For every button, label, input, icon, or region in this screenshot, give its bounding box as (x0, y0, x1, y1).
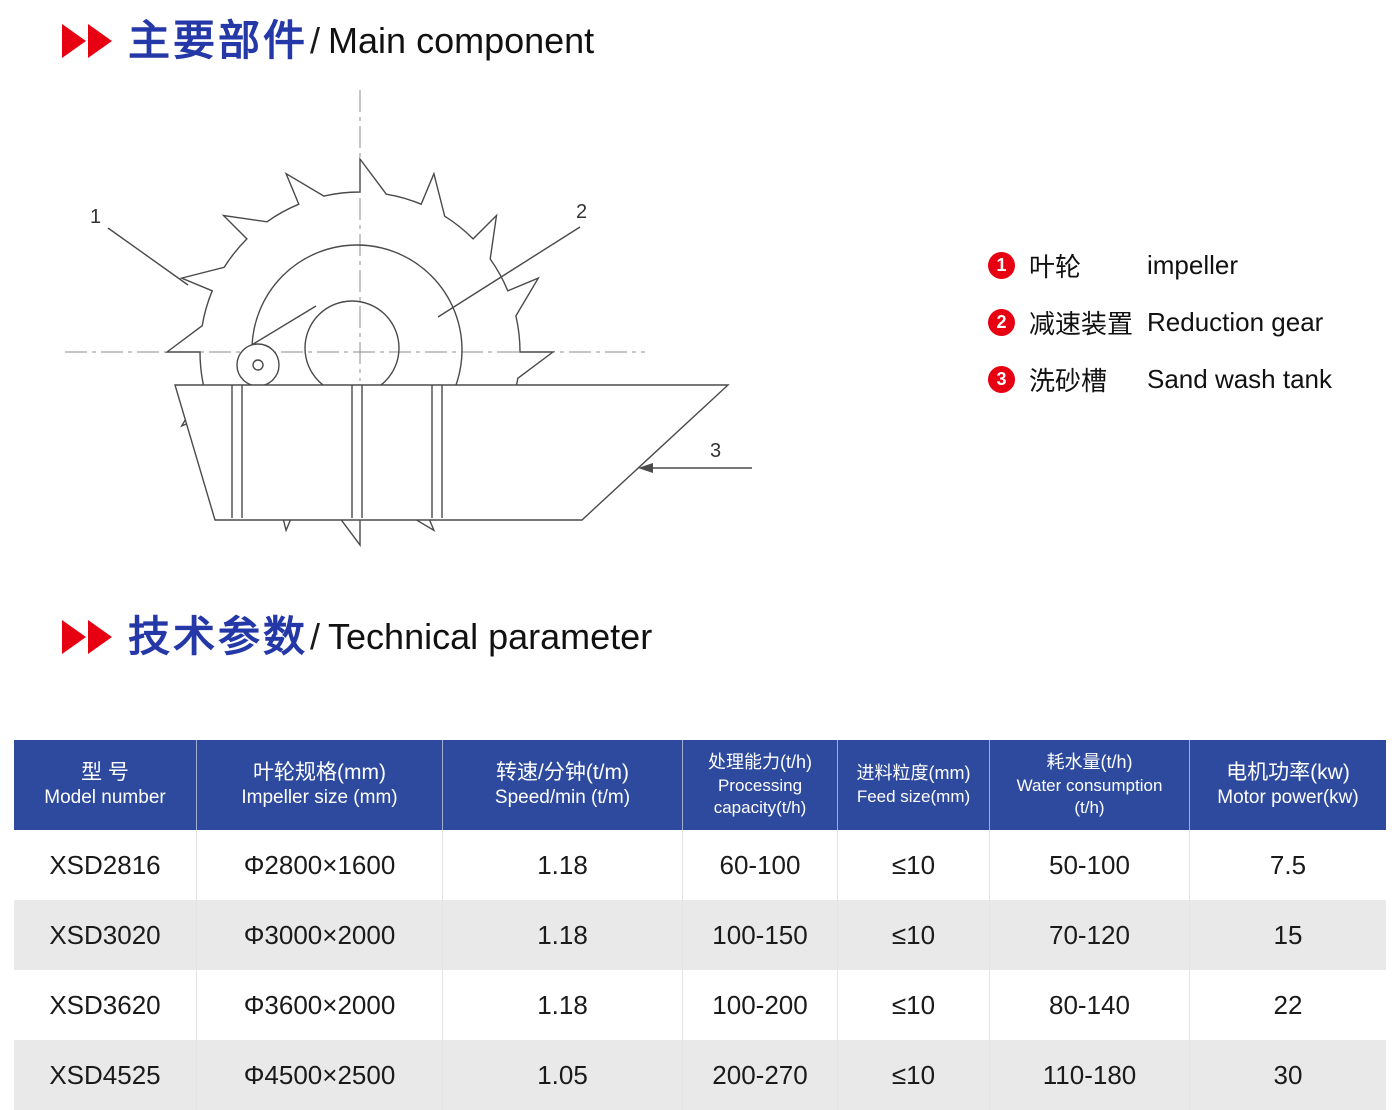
arrowhead-icon (638, 463, 653, 473)
table-header-row: 型 号 Model number 叶轮规格(mm) Impeller size … (14, 740, 1386, 830)
impeller-size-cell: Φ2800×1600 (197, 830, 443, 900)
power-cell: 30 (1273, 1059, 1303, 1090)
table-row: XSD3020 Φ3000×2000 1.18 100-150 ≤10 70-1… (14, 900, 1386, 970)
col-header-speed: 转速/分钟(t/m) Speed/min (t/m) (443, 740, 683, 830)
impeller-size-cell: Φ4500×2500 (197, 1040, 443, 1110)
technical-parameter-table: 型 号 Model number 叶轮规格(mm) Impeller size … (14, 740, 1386, 1110)
model-cell: XSD3620 (14, 970, 197, 1040)
legend-label-zh: 减速装置 (1029, 308, 1134, 339)
arrow-triangle-icon (88, 620, 112, 654)
callout-1: 1 (90, 206, 101, 228)
model-cell: XSD2816 (14, 830, 197, 900)
feed-size-cell: ≤10 (838, 1040, 990, 1110)
capacity-cell: 200-270 (683, 1040, 838, 1110)
sand-wash-tank (174, 384, 730, 521)
callout-2: 2 (576, 201, 587, 223)
water-cell: 110-180 (990, 1040, 1190, 1110)
legend-number-badge: 2 (988, 308, 1015, 336)
legend-number-badge: 1 (988, 251, 1015, 279)
capacity-cell: 100-150 (683, 900, 838, 970)
belt-line (249, 305, 317, 347)
table-row: XSD3620 Φ3600×2000 1.18 100-200 ≤10 80-1… (14, 970, 1386, 1040)
power-cell: 15 (1273, 919, 1303, 950)
double-arrow-icon (62, 620, 112, 654)
table-row: XSD2816 Φ2800×1600 1.18 60-100 ≤10 50-10… (14, 830, 1386, 900)
feed-size-cell: ≤10 (838, 970, 990, 1040)
component-legend: 1 叶轮 impeller 2 减速装置 Reduction gear 3 洗砂… (988, 250, 1332, 421)
leader-line-1 (107, 227, 189, 286)
heading-zh: 技术参数 (128, 613, 309, 660)
reduction-gear-circle (304, 300, 400, 396)
pulley-shaft-circle (252, 359, 264, 371)
power-cell: 7.5 (1269, 849, 1307, 880)
model-cell: XSD4525 (14, 1040, 197, 1110)
arrow-triangle-icon (62, 620, 86, 654)
power-cell: 22 (1273, 989, 1303, 1020)
legend-label-zh: 叶轮 (1029, 251, 1082, 282)
table-row: XSD4525 Φ4500×2500 1.05 200-270 ≤10 110-… (14, 1040, 1386, 1110)
col-header-water-consumption: 耗水量(t/h) Water consumption (t/h) (990, 740, 1190, 830)
main-component-heading: 主要部件 / Main component (62, 20, 594, 62)
table-body: XSD2816 Φ2800×1600 1.18 60-100 ≤10 50-10… (14, 830, 1386, 1110)
leader-line-2 (437, 226, 581, 318)
sand-washer-diagram: 1 2 3 (65, 90, 752, 548)
legend-item-reduction-gear: 2 减速装置 Reduction gear (988, 306, 1332, 339)
legend-label-en: impeller (1147, 249, 1239, 280)
speed-cell: 1.18 (443, 830, 683, 900)
double-arrow-icon (62, 24, 112, 58)
col-header-motor-power: 电机功率(kw) Motor power(kw) (1217, 761, 1359, 809)
model-cell: XSD3020 (14, 900, 197, 970)
heading-en: Technical parameter (328, 616, 653, 657)
water-cell: 70-120 (990, 900, 1190, 970)
capacity-cell: 60-100 (683, 830, 838, 900)
legend-item-sand-wash-tank: 3 洗砂槽 Sand wash tank (988, 363, 1333, 396)
legend-item-impeller: 1 叶轮 impeller (988, 249, 1332, 282)
water-cell: 80-140 (990, 970, 1190, 1040)
col-header-feed-size: 进料粒度(mm) Feed size(mm) (838, 740, 990, 830)
legend-number-badge: 3 (988, 365, 1015, 393)
heading-separator: / (310, 616, 321, 657)
speed-cell: 1.18 (443, 900, 683, 970)
water-cell: 50-100 (990, 830, 1190, 900)
feed-size-cell: ≤10 (838, 900, 990, 970)
col-header-processing-capacity: 处理能力(t/h) Processing capacity(t/h) (683, 740, 838, 830)
technical-parameter-heading: 技术参数 / Technical parameter (62, 616, 652, 658)
capacity-cell: 100-200 (683, 970, 838, 1040)
heading-separator: / (310, 20, 321, 61)
arrow-triangle-icon (62, 24, 86, 58)
speed-cell: 1.18 (443, 970, 683, 1040)
impeller-size-cell: Φ3600×2000 (197, 970, 443, 1040)
col-header-impeller-size: 叶轮规格(mm) Impeller size (mm) (197, 740, 443, 830)
legend-label-zh: 洗砂槽 (1029, 365, 1108, 396)
speed-cell: 1.05 (443, 1040, 683, 1110)
heading-en: Main component (328, 20, 595, 61)
col-header-model: 型 号 Model number (14, 740, 197, 830)
legend-label-en: Reduction gear (1147, 306, 1324, 337)
heading-zh: 主要部件 (128, 17, 309, 64)
legend-label-en: Sand wash tank (1147, 363, 1333, 394)
impeller-size-cell: Φ3000×2000 (197, 900, 443, 970)
callout-3: 3 (710, 440, 721, 462)
impeller-wheel (164, 156, 556, 548)
arrow-triangle-icon (88, 24, 112, 58)
feed-size-cell: ≤10 (838, 830, 990, 900)
